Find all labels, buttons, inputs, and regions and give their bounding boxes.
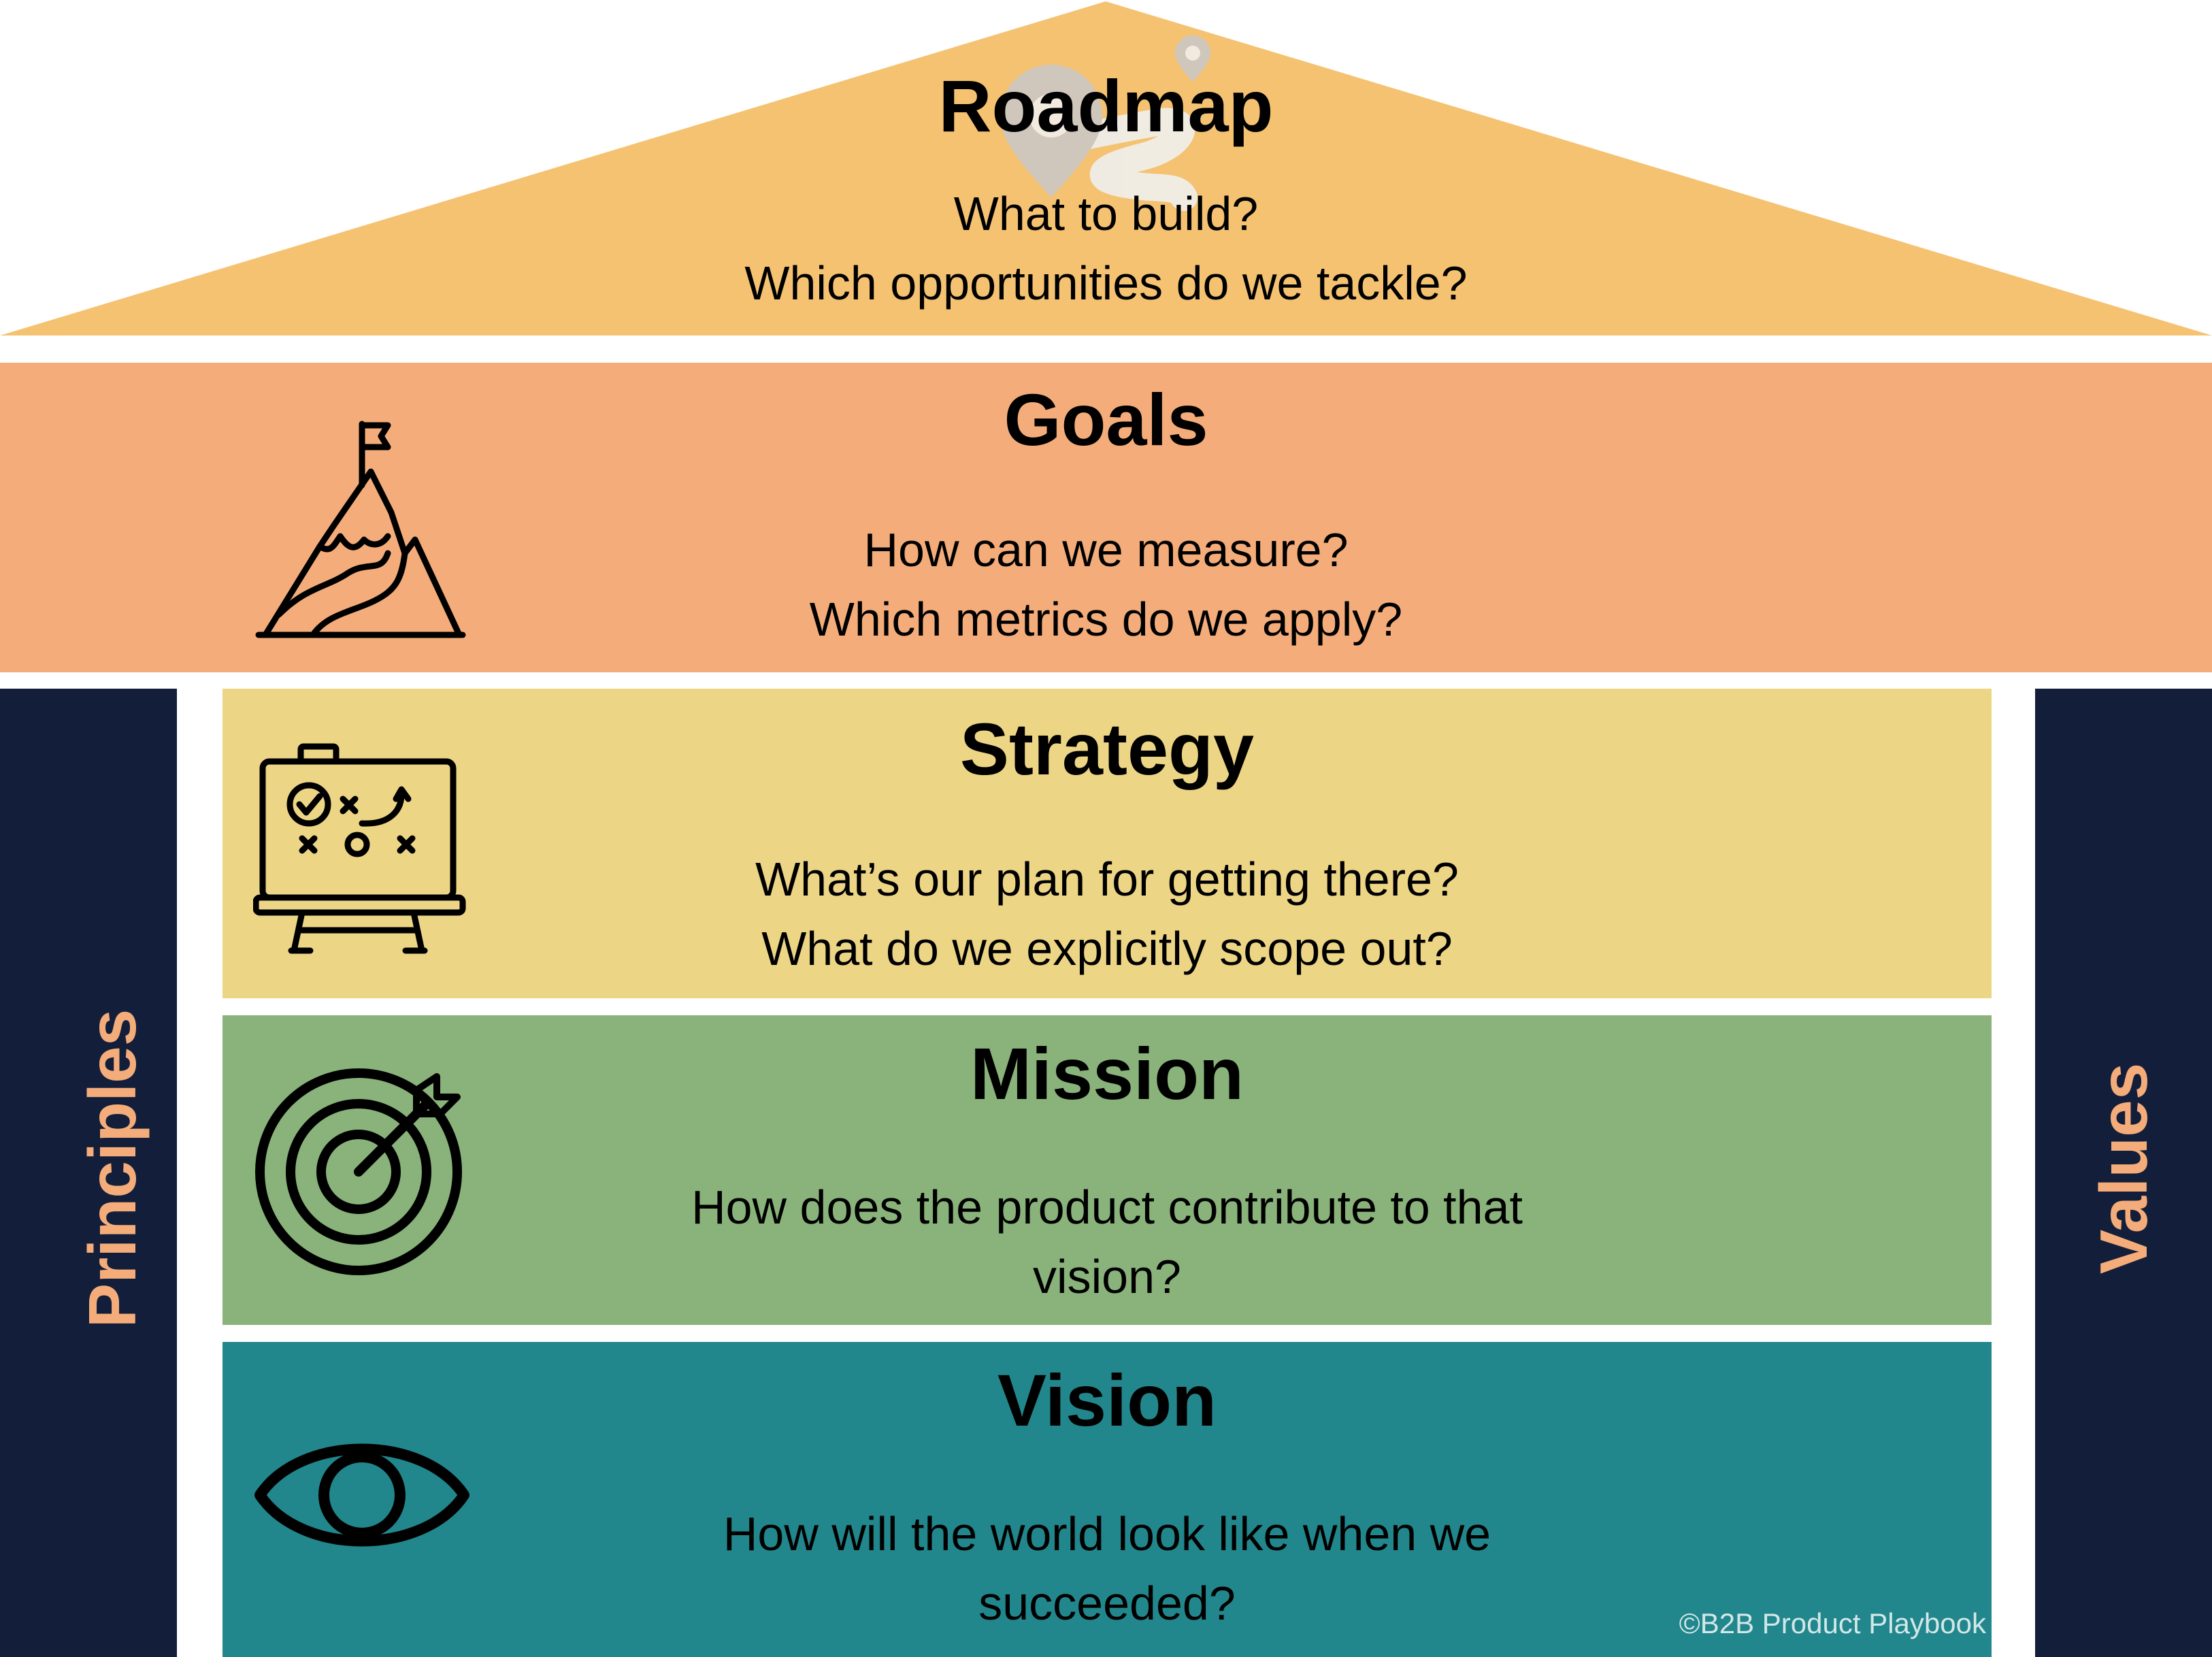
strategy-board-icon [253, 743, 466, 954]
copyright-text: ©B2B Product Playbook [1679, 1607, 1986, 1639]
mission-band: Mission How does the product contribute … [222, 1015, 1992, 1325]
goals-question: How can we measure? [863, 523, 1349, 576]
roadmap-title: Roadmap [938, 65, 1274, 147]
mountain-flag-icon [255, 421, 466, 638]
values-pillar: Values [2035, 689, 2212, 1657]
target-arrow-icon [255, 1068, 462, 1275]
mission-questions: How does the product contribute to that … [222, 1173, 1992, 1311]
map-pin-route-icon [1000, 35, 1210, 211]
strategy-questions: What’s our plan for getting there? What … [222, 845, 1992, 983]
values-label: Values [2086, 1062, 2161, 1275]
strategy-band: Strategy What’s our plan for getting the… [222, 689, 1992, 998]
goals-question: Which metrics do we apply? [809, 592, 1403, 646]
goals-title: Goals [1004, 378, 1208, 461]
vision-question: How will the world look like when we [723, 1507, 1491, 1560]
vision-questions: How will the world look like when we suc… [222, 1500, 1992, 1638]
goals-questions: How can we measure? Which metrics do we … [0, 516, 2212, 654]
mission-title: Mission [970, 1032, 1244, 1115]
eye-icon [254, 1443, 469, 1547]
principles-pillar: Principles [0, 689, 177, 1657]
roadmap-roof [0, 1, 2212, 335]
goals-band: Goals How can we measure? Which metrics … [0, 363, 2212, 672]
roadmap-questions: What to build? Which opportunities do we… [0, 180, 2212, 318]
roadmap-question: Which opportunities do we tackle? [744, 256, 1468, 310]
strategy-question: What do we explicitly scope out? [761, 921, 1453, 975]
principles-label: Principles [75, 1008, 150, 1328]
vision-band: Vision How will the world look like when… [222, 1342, 1992, 1657]
strategy-question: What’s our plan for getting there? [755, 853, 1459, 906]
strategy-title: Strategy [959, 708, 1255, 790]
vision-title: Vision [997, 1359, 1217, 1441]
vision-question: succeeded? [978, 1576, 1236, 1630]
mission-question: vision? [1033, 1249, 1181, 1303]
mission-question: How does the product contribute to that [691, 1181, 1523, 1234]
roadmap-question: What to build? [953, 187, 1259, 240]
